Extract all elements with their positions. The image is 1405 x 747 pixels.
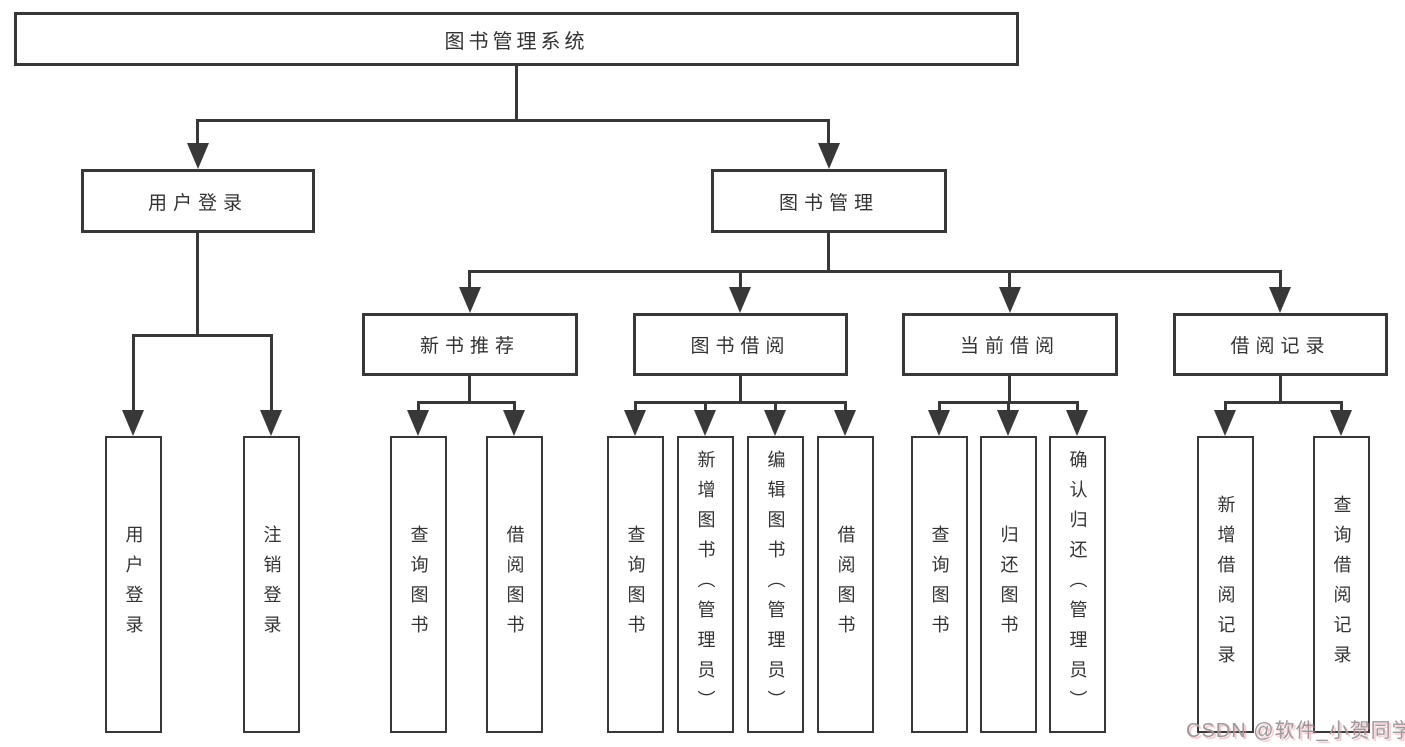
node-user-login: 用户登录 [81, 169, 315, 233]
connector-line-vertical [938, 401, 941, 413]
connector-line-vertical [1008, 376, 1011, 404]
connector-line-vertical [827, 119, 830, 146]
leaf-label: 用户登录 [123, 524, 144, 645]
node-book-borrow: 图书借阅 [633, 313, 848, 376]
connector-line-vertical [739, 270, 742, 290]
connector-line-vertical [1279, 270, 1282, 290]
node-book-management: 图书管理 [711, 169, 947, 233]
leaf-borrow-books: 借阅图书 [817, 436, 874, 733]
arrow-down-icon [729, 287, 751, 313]
connector-line-vertical [1076, 401, 1079, 413]
arrow-down-icon [764, 410, 786, 436]
connector-line-vertical [844, 401, 847, 413]
leaf-user-login: 用户登录 [105, 436, 162, 733]
leaf-label: 归还图书 [998, 524, 1019, 645]
arrow-down-icon [459, 287, 481, 313]
arrow-down-icon [999, 287, 1021, 313]
node-borrow-records: 借阅记录 [1173, 313, 1388, 376]
leaf-query-borrow-record: 查询借阅记录 [1313, 436, 1370, 733]
node-current-borrow: 当前借阅 [902, 313, 1118, 376]
leaf-label: 查询图书 [408, 524, 429, 645]
node-library-system: 图书管理系统 [14, 12, 1019, 66]
leaf-add-borrow-record: 新增借阅记录 [1197, 436, 1254, 733]
leaf-label: 编辑图书（管理员） [765, 449, 786, 720]
connector-line-vertical [634, 401, 637, 413]
connector-line-vertical [468, 270, 471, 290]
leaf-logout: 注销登录 [243, 436, 300, 733]
leaf-label: 查询图书 [929, 524, 950, 645]
leaf-label: 借阅图书 [835, 524, 856, 645]
node-new-book-recommend: 新书推荐 [362, 313, 578, 376]
connector-line-vertical [1340, 401, 1343, 413]
arrow-down-icon [122, 410, 144, 436]
leaf-label: 确认归还（管理员） [1067, 449, 1088, 720]
leaf-edit-book-admin: 编辑图书（管理员） [747, 436, 804, 733]
connector-line-vertical [1007, 401, 1010, 413]
connector-line-vertical [515, 66, 518, 122]
leaf-label: 查询图书 [625, 524, 646, 645]
connector-line-horizontal [1224, 401, 1343, 404]
connector-line-horizontal [417, 401, 516, 404]
leaf-query-books-recommend: 查询图书 [390, 436, 447, 733]
connector-line-horizontal [468, 270, 1282, 273]
leaf-borrow-books-recommend: 借阅图书 [486, 436, 543, 733]
connector-line-vertical [774, 401, 777, 413]
connector-line-vertical [196, 119, 199, 146]
connector-line-vertical [196, 233, 199, 337]
connector-line-vertical [132, 334, 135, 412]
arrow-down-icon [407, 410, 429, 436]
connector-line-vertical [827, 233, 830, 273]
leaf-label: 查询借阅记录 [1331, 494, 1352, 675]
connector-line-vertical [417, 401, 420, 413]
connector-line-vertical [513, 401, 516, 413]
connector-line-vertical [739, 376, 742, 404]
arrow-down-icon [1330, 410, 1352, 436]
arrow-down-icon [928, 410, 950, 436]
connector-line-horizontal [196, 119, 830, 122]
leaf-label: 借阅图书 [504, 524, 525, 645]
arrow-down-icon [624, 410, 646, 436]
leaf-confirm-return-admin: 确认归还（管理员） [1049, 436, 1106, 733]
arrow-down-icon [503, 410, 525, 436]
connector-line-vertical [468, 376, 471, 404]
connector-line-vertical [1279, 376, 1282, 404]
leaf-label: 注销登录 [261, 524, 282, 645]
connector-line-vertical [1008, 270, 1011, 290]
arrow-down-icon [694, 410, 716, 436]
connector-line-horizontal [132, 334, 273, 337]
connector-line-vertical [270, 334, 273, 412]
arrow-down-icon [1269, 287, 1291, 313]
arrow-down-icon [834, 410, 856, 436]
connector-line-vertical [704, 401, 707, 413]
leaf-query-books-current: 查询图书 [911, 436, 968, 733]
leaf-add-book-admin: 新增图书（管理员） [677, 436, 734, 733]
watermark-csdn: CSDN @软件_小贺同学 [1186, 720, 1405, 742]
connector-line-vertical [1224, 401, 1227, 413]
arrow-down-icon [818, 143, 840, 169]
leaf-return-book: 归还图书 [980, 436, 1037, 733]
connector-line-horizontal [634, 401, 847, 404]
arrow-down-icon [1214, 410, 1236, 436]
arrow-down-icon [260, 410, 282, 436]
arrow-down-icon [187, 143, 209, 169]
arrow-down-icon [1066, 410, 1088, 436]
leaf-label: 新增图书（管理员） [695, 449, 716, 720]
leaf-query-books-borrow: 查询图书 [607, 436, 664, 733]
arrow-down-icon [997, 410, 1019, 436]
leaf-label: 新增借阅记录 [1215, 494, 1236, 675]
